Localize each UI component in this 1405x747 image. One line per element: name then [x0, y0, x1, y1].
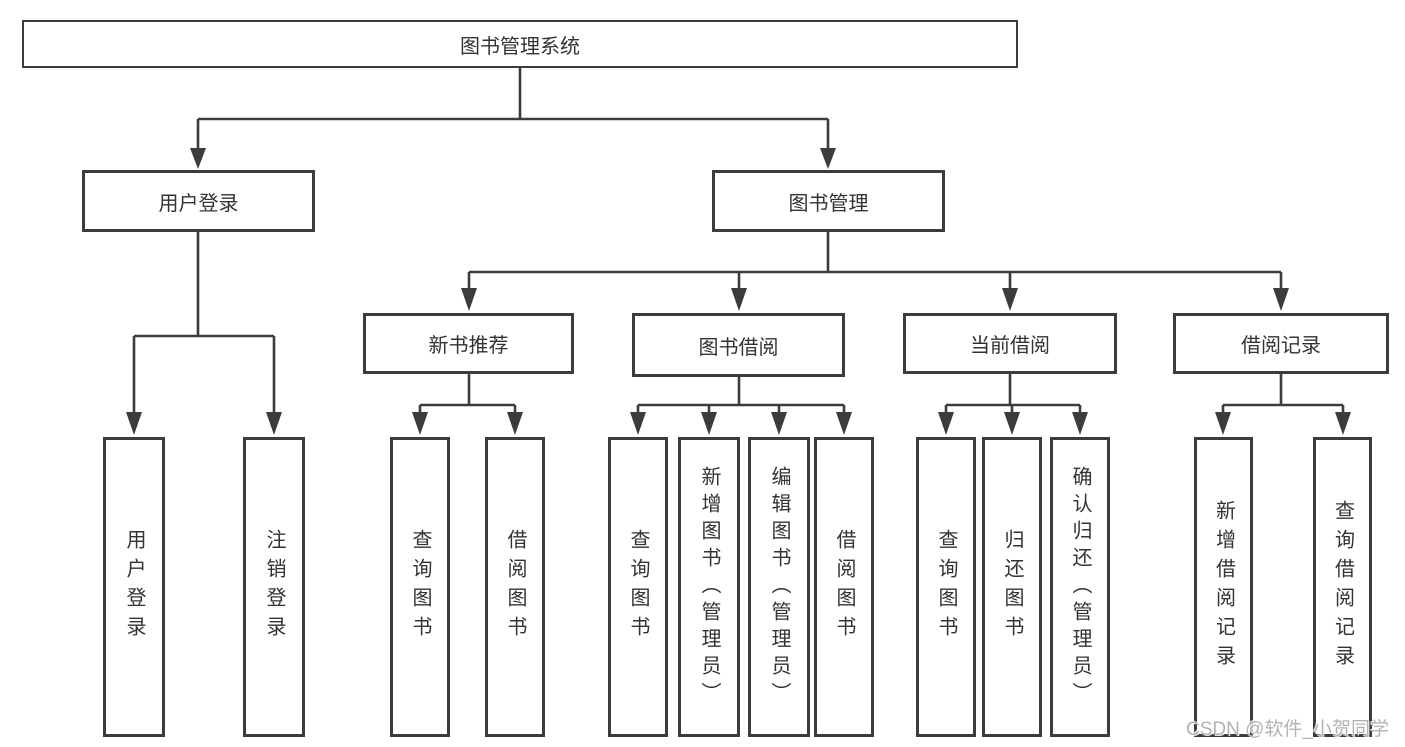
node-borrowing-records: 借阅记录: [1173, 313, 1389, 374]
connector-book-borrowing: [636, 377, 846, 414]
leaf-logout-label: 注销登录: [263, 529, 285, 645]
arrow-to-book-borrowing: [731, 288, 747, 311]
leaf-borrow-books-2-label: 借阅图书: [833, 529, 855, 645]
arrow-to-borrowing-records: [1273, 288, 1289, 311]
leaf-confirm-return-admin-label: 确认归还（管理员）: [1069, 465, 1091, 709]
leaf-return-book-label: 归还图书: [1001, 529, 1023, 645]
leaf-query-books-2-label: 查询图书: [627, 529, 649, 645]
arrow-to-leaf-logout: [266, 412, 282, 435]
node-user-login: 用户登录: [82, 170, 315, 232]
leaf-query-books-3-label: 查询图书: [935, 529, 957, 645]
arrow-br-leaf-1: [1215, 412, 1231, 435]
arrow-cb-leaf-2: [1004, 412, 1020, 435]
arrow-to-current-borrowing: [1002, 288, 1018, 311]
leaf-user-login: 用户登录: [103, 437, 165, 737]
arrow-cb-leaf-3: [1072, 412, 1088, 435]
arrow-br-leaf-2: [1335, 412, 1351, 435]
leaf-borrow-books-1: 借阅图书: [485, 437, 545, 737]
leaf-query-books-1-label: 查询图书: [409, 529, 431, 645]
leaf-user-login-label: 用户登录: [123, 529, 145, 645]
connector-book-management: [467, 232, 1283, 290]
leaf-query-books-1: 查询图书: [390, 437, 450, 737]
arrow-nbr-leaf-2: [507, 412, 523, 435]
arrow-nbr-leaf-1: [412, 412, 428, 435]
leaf-confirm-return-admin: 确认归还（管理员）: [1050, 437, 1110, 737]
leaf-query-borrow-record-label: 查询借阅记录: [1331, 500, 1354, 674]
node-current-borrowing: 当前借阅: [903, 313, 1117, 374]
leaf-query-books-3: 查询图书: [916, 437, 976, 737]
leaf-add-book-admin: 新增图书（管理员）: [678, 437, 740, 737]
leaf-borrow-books-1-label: 借阅图书: [504, 529, 526, 645]
node-new-book-recommend: 新书推荐: [363, 313, 574, 374]
arrow-to-new-book-recommend: [461, 288, 477, 311]
watermark: CSDN @软件_小贺同学: [1186, 719, 1389, 740]
leaf-add-book-admin-label: 新增图书（管理员）: [698, 465, 720, 709]
arrow-bb-leaf-1: [630, 412, 646, 435]
connector-borrowing-records: [1221, 374, 1345, 414]
arrow-to-leaf-user-login: [126, 412, 142, 435]
arrow-to-user-login: [190, 148, 206, 169]
leaf-borrow-books-2: 借阅图书: [814, 437, 874, 737]
leaf-logout: 注销登录: [243, 437, 305, 737]
arrow-cb-leaf-1: [938, 412, 954, 435]
arrow-bb-leaf-2: [701, 412, 717, 435]
leaf-add-borrow-record: 新增借阅记录: [1194, 437, 1253, 737]
node-book-management: 图书管理: [712, 170, 945, 232]
leaf-edit-book-admin: 编辑图书（管理员）: [748, 437, 810, 737]
arrow-to-book-management: [820, 148, 836, 169]
connector-current-borrowing: [944, 374, 1082, 414]
connector-user-login: [132, 232, 276, 414]
leaf-query-borrow-record: 查询借阅记录: [1313, 437, 1372, 737]
arrow-bb-leaf-4: [836, 412, 852, 435]
leaf-add-borrow-record-label: 新增借阅记录: [1212, 500, 1235, 674]
node-book-borrowing: 图书借阅: [632, 313, 845, 377]
leaf-edit-book-admin-label: 编辑图书（管理员）: [768, 465, 790, 709]
node-root: 图书管理系统: [22, 20, 1018, 68]
arrow-bb-leaf-3: [771, 412, 787, 435]
connector-root: [196, 67, 830, 151]
leaf-return-book: 归还图书: [982, 437, 1042, 737]
connector-new-book-recommend: [418, 374, 517, 414]
leaf-query-books-2: 查询图书: [608, 437, 668, 737]
